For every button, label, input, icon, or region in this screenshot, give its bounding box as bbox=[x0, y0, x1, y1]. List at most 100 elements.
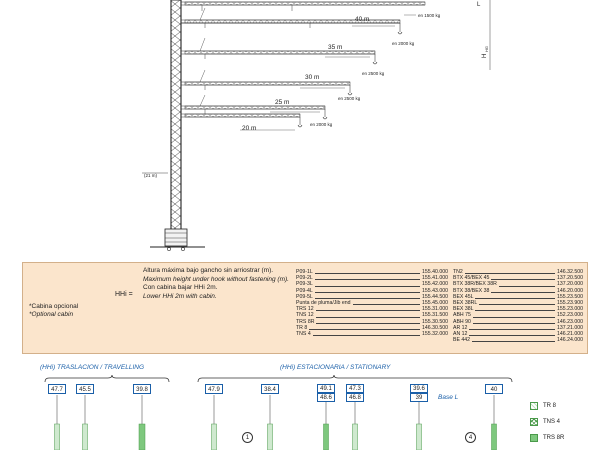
jib-30m: 30 m en 2500 kg bbox=[181, 69, 385, 96]
jib-load-30: en 2500 kg bbox=[362, 71, 385, 76]
leader-line bbox=[491, 289, 556, 293]
leader-line bbox=[312, 332, 421, 337]
mast-name: BTX 38R/BEX 38R bbox=[453, 281, 497, 288]
mast-code: 155.41.000 bbox=[422, 275, 448, 282]
mast-code: 146.21.000 bbox=[557, 331, 583, 338]
jib-25m: 25 m en 2500 kg bbox=[181, 94, 361, 120]
legend-swatch-trs8r bbox=[530, 434, 538, 442]
legend-item-tr8: TR 8 bbox=[530, 402, 556, 410]
jib-radius-20: 20 m bbox=[242, 125, 256, 132]
leader-line bbox=[316, 320, 421, 324]
leader-line bbox=[469, 326, 556, 330]
info-panel: *Cabina opcional *Optional cabin HHi = A… bbox=[22, 262, 588, 354]
jib-radius-30: 30 m bbox=[305, 74, 319, 81]
jib-top bbox=[181, 1, 426, 11]
travel-caption: (HHi) TRASLACION / TRAVELLING bbox=[40, 364, 145, 371]
stat-height-8: 39 bbox=[410, 393, 428, 402]
mast-code: 137.20.500 bbox=[557, 275, 583, 282]
mast-right-row: BEX 38L 155.23.000 bbox=[453, 306, 583, 312]
leader-line bbox=[314, 276, 421, 281]
leader-line bbox=[315, 314, 421, 318]
stat-height-2: 38.4 bbox=[261, 384, 279, 394]
mast-code: 155.44.500 bbox=[422, 293, 448, 300]
leader-line bbox=[314, 289, 421, 293]
mast-code: 146.24.000 bbox=[557, 337, 583, 344]
mast-name: Punta de pluma/Jib end bbox=[296, 300, 351, 307]
circle-marker-4: 4 bbox=[465, 432, 476, 443]
mast-name: TRS 12 bbox=[296, 306, 314, 313]
legend-item-tns4: TNS 4 bbox=[530, 418, 560, 426]
mast-name: AR 12 bbox=[453, 324, 468, 331]
mast-code: 152.23.000 bbox=[557, 312, 583, 319]
mast-code: 146.32.500 bbox=[557, 269, 583, 275]
mast-column-3 bbox=[138, 423, 146, 450]
travel-bracket bbox=[44, 374, 170, 383]
leader-line bbox=[315, 307, 421, 312]
height-description: Altura máxima bajo gancho sin arriostrar… bbox=[143, 267, 289, 300]
leader-line bbox=[475, 307, 556, 312]
mast-column-1 bbox=[54, 423, 60, 450]
mast-name: P09-2L bbox=[296, 275, 313, 282]
leader-line bbox=[472, 338, 556, 343]
mast-left-row: P09-5L 155.44.500 bbox=[296, 294, 448, 300]
mast-code: 137.20.000 bbox=[557, 281, 583, 288]
mast-column-6 bbox=[323, 423, 329, 450]
mast-code: 155.31.000 bbox=[422, 306, 448, 313]
mast-code: 146.30.500 bbox=[422, 324, 448, 331]
mast-name: TN2 bbox=[453, 269, 463, 275]
mast-code: 155.42.000 bbox=[422, 281, 448, 288]
leader-line bbox=[491, 276, 556, 281]
jib-radius-35: 35 m bbox=[328, 44, 342, 51]
jib-35m: 35 m en 2000 kg bbox=[181, 37, 415, 65]
stat-height-9: 40 bbox=[485, 384, 503, 394]
leader-line bbox=[472, 320, 556, 324]
base-label: Base L bbox=[438, 394, 459, 401]
mast-name: BEX 45L bbox=[453, 293, 474, 300]
mast-name: AN 12 bbox=[453, 331, 468, 338]
legend-item-trs8r: TRS 8R bbox=[530, 434, 564, 442]
mast-right-row: BEX 38RL 155.23.900 bbox=[453, 300, 583, 306]
stat-height-3: 49.1 bbox=[317, 384, 335, 393]
leader-line bbox=[498, 283, 556, 287]
mast-column-9 bbox=[491, 423, 497, 450]
mast-name: P09-5L bbox=[296, 293, 313, 300]
travel-height-2: 45.5 bbox=[76, 384, 94, 394]
mast-code: 155.23.000 bbox=[557, 306, 583, 313]
mast-columns bbox=[54, 395, 497, 450]
stat-caption: (HHi) ESTACIONARIA / STATIONARY bbox=[280, 364, 391, 371]
jib-radius-25: 25 m bbox=[275, 99, 289, 106]
stat-height-6: 46.8 bbox=[346, 393, 364, 402]
mast-code: 155.43.000 bbox=[422, 287, 448, 294]
mast-name: BTX 45/BEX 45 bbox=[453, 275, 490, 282]
jib-load-20: en 2000 kg bbox=[310, 122, 333, 127]
height-dimension: L H HG bbox=[477, 0, 491, 70]
circle-marker-1: 1 bbox=[242, 432, 253, 443]
mast-name: BTX 38/BEX 38 bbox=[453, 287, 490, 294]
mast-column-7 bbox=[352, 423, 358, 450]
leader-line bbox=[475, 295, 556, 299]
mast-code: 146.23.000 bbox=[557, 318, 583, 325]
mast-configurations bbox=[44, 374, 513, 450]
leader-line bbox=[309, 326, 421, 330]
mast-name: P09-1L bbox=[296, 269, 313, 275]
leader-line bbox=[314, 295, 421, 299]
mast-right-row: BTX 38R/BEX 38R 137.20.000 bbox=[453, 281, 583, 287]
mast-name: BEX 38RL bbox=[453, 300, 478, 307]
cabin-note: *Cabina opcional *Optional cabin bbox=[29, 303, 79, 318]
mast-code: 155.23.900 bbox=[557, 300, 583, 307]
mast-name: TNS 4 bbox=[296, 331, 311, 338]
mast-name: BEX 38L bbox=[453, 306, 474, 313]
jib-40m: 40 m en 1500 kg bbox=[181, 7, 441, 35]
